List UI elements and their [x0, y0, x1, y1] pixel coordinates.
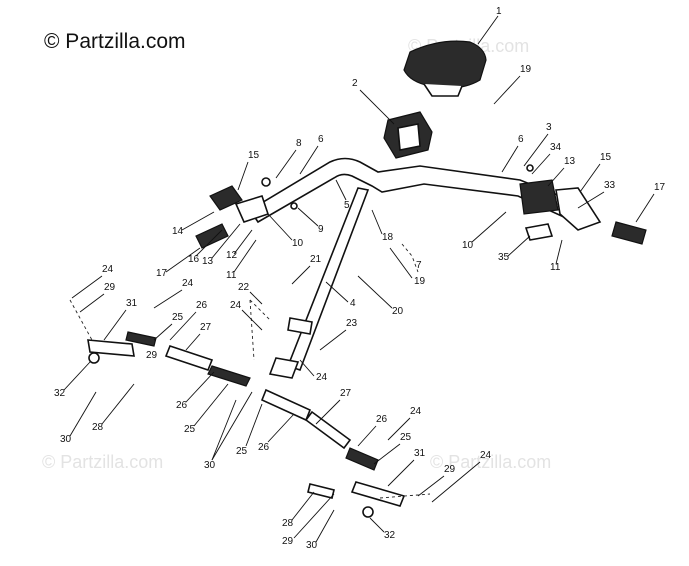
callout-label: 10 [292, 238, 304, 249]
callout-label: 5 [344, 200, 350, 211]
callout-label: 27 [340, 388, 352, 399]
callout-label: 29 [104, 282, 116, 293]
callout-label: 6 [318, 134, 324, 145]
callout-label: 17 [156, 268, 168, 279]
callout-label: 6 [518, 134, 524, 145]
callout-label: 13 [202, 256, 214, 267]
callout-label: 26 [196, 300, 208, 311]
callout-labels: 1 19 2 8 6 15 14 16 17 13 12 11 10 [54, 6, 666, 551]
callout-label: 13 [564, 156, 576, 167]
callout-label: 2 [352, 78, 358, 89]
callout-label: 19 [520, 64, 532, 75]
callout-label: 24 [230, 300, 242, 311]
callout-label: 29 [444, 464, 456, 475]
callout-label: 28 [92, 422, 104, 433]
callout-label: 25 [172, 312, 184, 323]
callout-label: 26 [258, 442, 270, 453]
callout-label: 3 [546, 122, 552, 133]
callout-label: 21 [310, 254, 322, 265]
callout-label: 9 [318, 224, 324, 235]
left-linkage-arm [87, 331, 251, 387]
watermark: © Partzilla.com [42, 452, 164, 472]
callout-label: 23 [346, 318, 358, 329]
callout-label: 22 [238, 282, 250, 293]
seat-pad-part [403, 40, 487, 97]
callout-label: 16 [188, 254, 200, 265]
watermark: © Partzilla.com [430, 452, 552, 472]
lower-linkage-arm [260, 388, 406, 518]
callout-label: 12 [226, 250, 238, 261]
callout-label: 1 [496, 6, 502, 17]
callout-label: 7 [416, 260, 422, 271]
callout-label: 25 [236, 446, 248, 457]
callout-label: 32 [54, 388, 66, 399]
callout-label: 24 [182, 278, 194, 289]
callout-label: 26 [376, 414, 388, 425]
callout-label: 10 [462, 240, 474, 251]
callout-label: 20 [392, 306, 404, 317]
callout-label: 25 [184, 424, 196, 435]
callout-label: 24 [410, 406, 422, 417]
callout-label: 15 [248, 150, 260, 161]
callout-label: 15 [600, 152, 612, 163]
callout-label: 4 [350, 298, 356, 309]
callout-label: 31 [126, 298, 138, 309]
callout-label: 30 [60, 434, 72, 445]
steering-post-part [268, 187, 370, 379]
right-control-cluster [519, 164, 602, 241]
callout-label: 29 [146, 350, 158, 361]
left-control-cluster [209, 177, 298, 223]
callout-label: 19 [414, 276, 426, 287]
callout-label: 35 [498, 252, 510, 263]
callout-label: 34 [550, 142, 562, 153]
callout-label: 27 [200, 322, 212, 333]
callout-label: 8 [296, 138, 302, 149]
callout-label: 30 [204, 460, 216, 471]
callout-label: 14 [172, 226, 184, 237]
callout-label: 29 [282, 536, 294, 547]
callout-label: 30 [306, 540, 318, 551]
right-grip-part [611, 221, 647, 245]
callout-label: 33 [604, 180, 616, 191]
callout-label: 26 [176, 400, 188, 411]
bracket-block-part [383, 111, 433, 159]
brand-logo-text: © Partzilla.com [44, 30, 186, 53]
callout-label: 24 [480, 450, 492, 461]
callout-label: 24 [316, 372, 328, 383]
callout-label: 24 [102, 264, 114, 275]
callout-label: 17 [654, 182, 666, 193]
callout-label: 11 [226, 270, 237, 281]
callout-label: 11 [550, 262, 561, 273]
callout-label: 28 [282, 518, 294, 529]
left-grip-part [195, 223, 229, 249]
callout-label: 25 [400, 432, 412, 443]
callout-label: 31 [414, 448, 426, 459]
callout-label: 32 [384, 530, 396, 541]
callout-label: 18 [382, 232, 394, 243]
